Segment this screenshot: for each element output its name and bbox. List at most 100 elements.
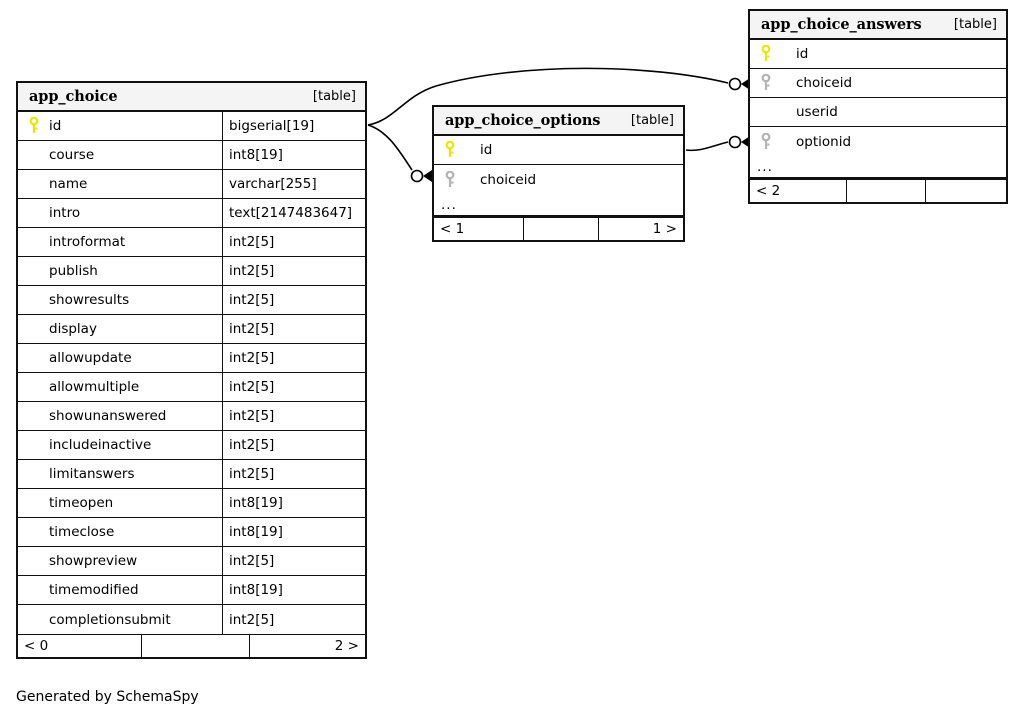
table-row[interactable]: timemodified int8[19] <box>18 576 365 605</box>
column-type-cell: int8[19] <box>222 576 365 604</box>
entity-footer: < 0 2 > <box>18 634 365 657</box>
column-label: timeopen <box>49 495 114 511</box>
column-label: showpreview <box>49 553 138 569</box>
column-type-cell: varchar[255] <box>222 170 365 198</box>
column-label: intro <box>49 205 81 221</box>
table-row[interactable]: showunanswered int2[5] <box>18 402 365 431</box>
column-label: timemodified <box>49 582 139 598</box>
column-label: showunanswered <box>49 408 167 424</box>
table-row[interactable]: timeclose int8[19] <box>18 518 365 547</box>
column-list: id choiceid <box>434 136 683 194</box>
table-row[interactable]: completionsubmit int2[5] <box>18 605 365 634</box>
table-row[interactable]: includeinactive int2[5] <box>18 431 365 460</box>
table-row[interactable]: display int2[5] <box>18 315 365 344</box>
column-type-cell: int2[5] <box>222 315 365 343</box>
relationship-choice-to-options <box>367 124 432 183</box>
column-name-cell: timeclose <box>18 518 222 546</box>
column-label: optionid <box>796 133 852 150</box>
column-name-cell: optionid <box>750 127 1006 156</box>
table-row[interactable]: limitanswers int2[5] <box>18 460 365 489</box>
entity-footer: < 2 <box>750 179 1006 202</box>
footer-middle-cell <box>847 180 926 202</box>
entity-kind-label: [table] <box>630 113 674 128</box>
footer-parent-count: < 2 <box>750 180 847 202</box>
column-name-cell: id <box>434 136 683 164</box>
column-name-cell: showunanswered <box>18 402 222 430</box>
column-label: showresults <box>49 292 130 308</box>
column-label: display <box>49 321 97 337</box>
footer-child-count <box>926 180 1006 202</box>
column-label: choiceid <box>796 75 853 91</box>
column-type-cell: int2[5] <box>222 402 365 430</box>
column-name-cell: choiceid <box>750 69 1006 97</box>
table-row[interactable]: showresults int2[5] <box>18 286 365 315</box>
footer-parent-count: < 1 <box>434 218 524 240</box>
column-type-cell: bigserial[19] <box>222 112 365 140</box>
footer-child-count: 2 > <box>334 638 359 654</box>
column-label: choiceid <box>480 171 537 188</box>
column-name-cell: choiceid <box>434 165 683 194</box>
footer-middle-cell <box>524 218 599 240</box>
column-name-cell: id <box>18 112 222 140</box>
column-label: id <box>796 46 809 62</box>
column-label: completionsubmit <box>49 611 171 628</box>
column-name-cell: course <box>18 141 222 169</box>
entity-app-choice-options[interactable]: app_choice_options [table] id <box>432 105 685 242</box>
column-label: timeclose <box>49 524 115 540</box>
column-label: id <box>480 142 493 158</box>
entity-app-choice[interactable]: app_choice [table] id bigserial[19] <box>16 81 367 659</box>
entity-header-app-choice: app_choice [table] <box>18 83 365 112</box>
column-label: userid <box>796 104 838 120</box>
generated-by-caption: Generated by SchemaSpy <box>16 689 199 705</box>
column-name-cell: timemodified <box>18 576 222 604</box>
table-row[interactable]: optionid <box>750 127 1006 156</box>
column-name-cell: showresults <box>18 286 222 314</box>
table-row[interactable]: id <box>750 40 1006 69</box>
table-row[interactable]: introformat int2[5] <box>18 228 365 257</box>
column-name-cell: publish <box>18 257 222 285</box>
footer-child-count: 1 > <box>652 221 677 237</box>
entity-title: app_choice_answers <box>761 16 922 33</box>
column-label: course <box>49 147 95 163</box>
table-row[interactable]: name varchar[255] <box>18 170 365 199</box>
table-row[interactable]: publish int2[5] <box>18 257 365 286</box>
column-name-cell: completionsubmit <box>18 605 222 634</box>
entity-kind-label: [table] <box>312 89 356 104</box>
table-row[interactable]: userid <box>750 98 1006 127</box>
more-columns-indicator: ... <box>750 156 1006 179</box>
entity-title: app_choice <box>29 88 118 105</box>
table-row[interactable]: timeopen int8[19] <box>18 489 365 518</box>
column-name-cell: includeinactive <box>18 431 222 459</box>
column-name-cell: showpreview <box>18 547 222 575</box>
footer-middle-cell <box>142 635 250 657</box>
key-icon <box>757 132 774 151</box>
key-icon <box>757 74 774 92</box>
column-label: includeinactive <box>49 437 152 453</box>
column-name-cell: allowupdate <box>18 344 222 372</box>
column-label: name <box>49 176 88 192</box>
column-name-cell: display <box>18 315 222 343</box>
entity-footer: < 1 1 > <box>434 217 683 240</box>
column-type-cell: int2[5] <box>222 257 365 285</box>
table-row[interactable]: intro text[2147483647] <box>18 199 365 228</box>
entity-kind-label: [table] <box>953 17 997 32</box>
table-row[interactable]: course int8[19] <box>18 141 365 170</box>
table-row[interactable]: allowupdate int2[5] <box>18 344 365 373</box>
entity-app-choice-answers[interactable]: app_choice_answers [table] id <box>748 9 1008 204</box>
column-label: allowmultiple <box>49 379 140 395</box>
table-row[interactable]: id <box>434 136 683 165</box>
column-type-cell: int2[5] <box>222 547 365 575</box>
table-row[interactable]: choiceid <box>750 69 1006 98</box>
column-type-cell: int2[5] <box>222 373 365 401</box>
column-name-cell: allowmultiple <box>18 373 222 401</box>
column-name-cell: timeopen <box>18 489 222 517</box>
table-row[interactable]: choiceid <box>434 165 683 194</box>
table-row[interactable]: id bigserial[19] <box>18 112 365 141</box>
column-type-cell: int2[5] <box>222 460 365 488</box>
table-row[interactable]: showpreview int2[5] <box>18 547 365 576</box>
relationship-options-to-answers <box>685 135 750 152</box>
column-type-cell: int2[5] <box>222 344 365 372</box>
column-type-cell: text[2147483647] <box>222 199 365 227</box>
table-row[interactable]: allowmultiple int2[5] <box>18 373 365 402</box>
column-list: id bigserial[19] course int8[19] name va… <box>18 112 365 634</box>
